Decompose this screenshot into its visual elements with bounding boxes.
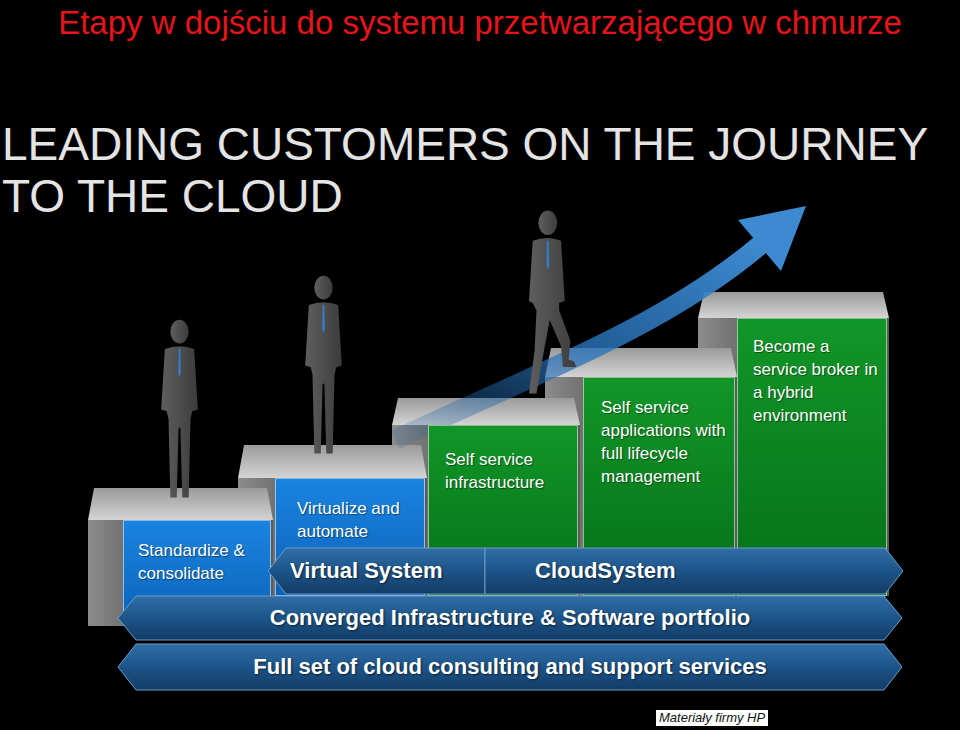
band-outline (268, 548, 485, 594)
stage-text: Standardize & consolidate (138, 539, 262, 585)
services-band: Full set of cloud consulting and support… (118, 644, 902, 690)
source-note: Materiały firmy HP (656, 710, 768, 726)
band-text: CloudSystem (535, 558, 676, 584)
businessman (305, 276, 342, 454)
band-outline (118, 596, 902, 640)
businessman-climbing (529, 211, 576, 394)
band-text: Virtual System (290, 558, 442, 584)
band-outline (485, 548, 903, 594)
product-band: CloudSystem (485, 548, 903, 594)
band-outline (118, 644, 902, 690)
band-text: Converged Infrastructure & Software port… (270, 605, 750, 631)
slide-heading: LEADING CUSTOMERS ON THE JOURNEY TO THE … (2, 118, 958, 222)
stage-text: Virtualize and automate (297, 497, 416, 543)
product-band: Virtual System (268, 548, 485, 594)
slide-title: Etapy w dojściu do systemu przetwarzając… (50, 0, 910, 46)
band-text: Full set of cloud consulting and support… (253, 654, 766, 680)
businessman (161, 320, 198, 498)
stage-text: Self service infrastructure (445, 448, 569, 494)
portfolio-band: Converged Infrastructure & Software port… (118, 596, 902, 640)
stage-text: Self service applications with full life… (601, 396, 726, 488)
stage-text: Become a service broker in a hybrid envi… (753, 335, 878, 427)
